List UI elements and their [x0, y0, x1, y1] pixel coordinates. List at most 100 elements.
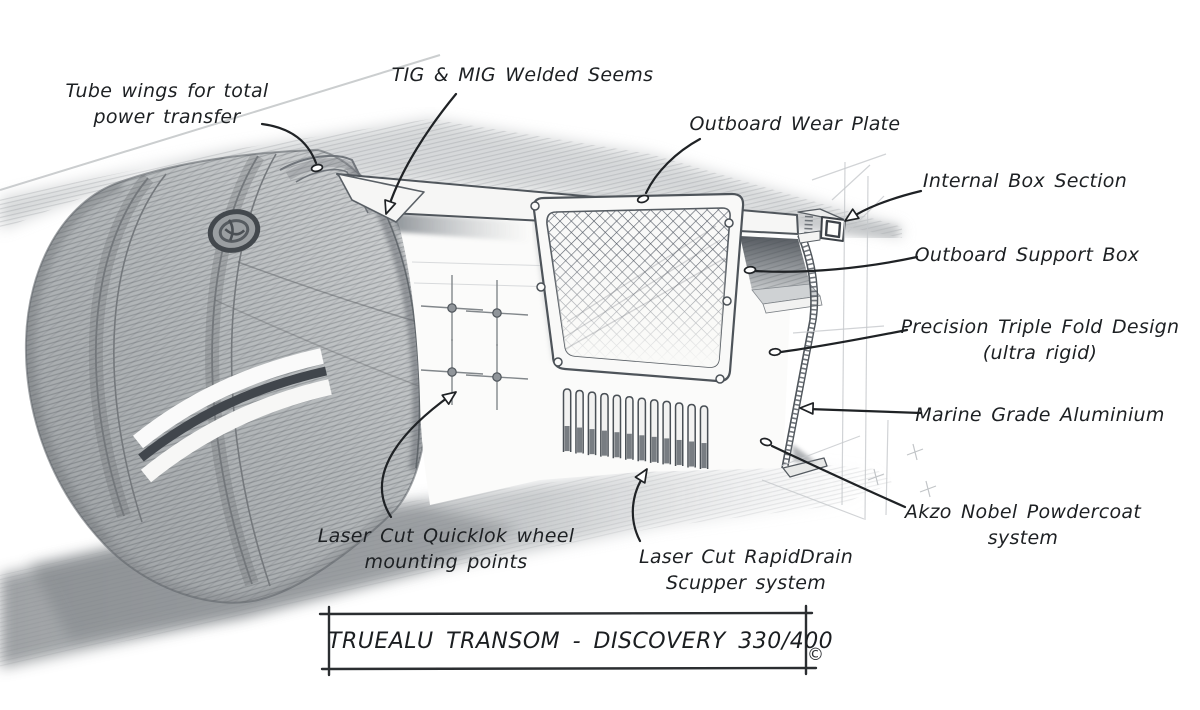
scupper-slot-shadow	[589, 429, 595, 455]
hull-wash-hatch	[0, 119, 902, 238]
scupper-slot-shadow	[626, 433, 632, 459]
tube-stripe-white-top	[132, 348, 324, 449]
fold-edge-hatch	[782, 235, 818, 468]
mount-dot	[492, 372, 502, 382]
rivet	[715, 374, 725, 384]
arrow-precision-fold	[779, 328, 909, 354]
scupper-slot-shadow	[689, 441, 695, 467]
arrowhead	[844, 208, 860, 222]
arrow-internal-box-section	[849, 189, 923, 220]
tube-stripe-dark	[138, 366, 327, 462]
arrowhead	[799, 402, 815, 415]
support-structure	[740, 208, 846, 478]
arrow-endpoint-oval	[310, 163, 324, 173]
tube-wing-flange	[279, 154, 379, 215]
construction-cross	[906, 443, 924, 461]
scupper-slot-shadow	[639, 435, 645, 461]
mount-dot	[447, 367, 457, 377]
construction-line	[780, 435, 861, 467]
valve-spokes	[224, 219, 246, 241]
rivet	[530, 201, 540, 211]
construction-line	[811, 153, 887, 181]
tube-seam-line	[94, 177, 149, 517]
tube-long-seam	[237, 261, 419, 323]
construction-line	[847, 195, 885, 233]
mesh-sketch-strokes	[554, 225, 726, 356]
title-box-top	[318, 611, 814, 616]
construction-cross	[919, 480, 937, 498]
construction-lines	[761, 153, 937, 521]
rivet	[553, 357, 563, 367]
wing-flange-outer	[279, 154, 379, 213]
scupper-slot-shadow	[564, 426, 570, 451]
arrow-outboard-support-box	[754, 255, 919, 273]
support-box-hatch	[740, 236, 810, 290]
wing-flange-inner	[295, 168, 369, 214]
copyright-mark: ©	[807, 645, 824, 665]
title-text: TRUEALU TRANSOM - DISCOVERY 330/400	[328, 629, 834, 654]
title-box	[318, 604, 818, 677]
construction-cross	[867, 468, 885, 486]
arrow-endpoint-oval	[636, 194, 650, 204]
tube-seam-line	[211, 155, 259, 585]
scupper-slot-shadow	[601, 430, 607, 456]
fold-edge-outer-line	[787, 237, 819, 467]
arrowhead	[634, 468, 648, 484]
arrow-akzo	[770, 444, 907, 509]
mount-dot	[492, 308, 502, 318]
mount-dot	[447, 303, 457, 313]
scupper-slot-shadow	[614, 432, 620, 458]
rapiddrain-scupper-slots	[562, 388, 709, 470]
rivet	[722, 296, 732, 306]
tube-bottom-shade	[99, 504, 401, 603]
fold-bottom-shadow	[792, 444, 816, 462]
arrowheads-and-endpoints	[310, 163, 860, 484]
scupper-slot-shadow	[651, 436, 657, 462]
arrow-endpoint-oval	[759, 437, 773, 447]
construction-line	[841, 161, 846, 506]
support-box-return	[762, 295, 823, 314]
under-bar-shadow	[390, 213, 532, 242]
title-box-bottom	[320, 666, 818, 671]
arrowhead	[384, 199, 397, 215]
arrowhead	[441, 391, 457, 405]
wing-bracket	[337, 173, 425, 223]
valve-ring	[207, 209, 261, 253]
fold-edge-inner-line	[781, 235, 812, 469]
scupper-slot-shadow	[664, 438, 670, 464]
wing-flange-shade	[285, 158, 378, 215]
hull-keel-line	[0, 54, 441, 191]
arrow-marine-grade	[806, 407, 923, 415]
scupper-slot-shadow	[577, 427, 583, 453]
mesh-fade	[546, 250, 731, 368]
tube-long-seam	[214, 299, 425, 389]
inflation-valve	[207, 209, 261, 253]
scupper-slot-shadow	[676, 439, 682, 465]
tube-stripe-white-bottom	[140, 379, 332, 483]
tube-sketch	[24, 148, 429, 604]
outboard-wear-plate-shape	[532, 192, 745, 383]
scupper-slot-shadow	[701, 443, 707, 469]
wear-plate-mesh	[546, 208, 731, 368]
rivet	[536, 282, 546, 292]
tube-seam-line	[113, 173, 167, 523]
ground-shadow-hatch	[0, 463, 893, 668]
arrow-tube-wings	[260, 122, 318, 165]
tube-seam-line	[230, 153, 277, 587]
rivet	[724, 218, 734, 228]
arrow-tig-mig	[387, 92, 458, 208]
quicklok-mounting-points	[420, 275, 529, 410]
construction-line	[885, 419, 889, 516]
internal-box-section-shape	[797, 208, 846, 244]
box-hole	[824, 219, 842, 239]
construction-line	[864, 175, 869, 521]
arrow-outboard-wear-plate	[644, 137, 702, 195]
annotation-arrows	[260, 92, 923, 543]
arrow-endpoint-oval	[743, 265, 757, 275]
construction-line	[831, 164, 871, 201]
arrow-endpoint-oval	[768, 347, 782, 357]
wear-plate-rivets	[530, 201, 734, 384]
construction-line	[761, 479, 865, 520]
